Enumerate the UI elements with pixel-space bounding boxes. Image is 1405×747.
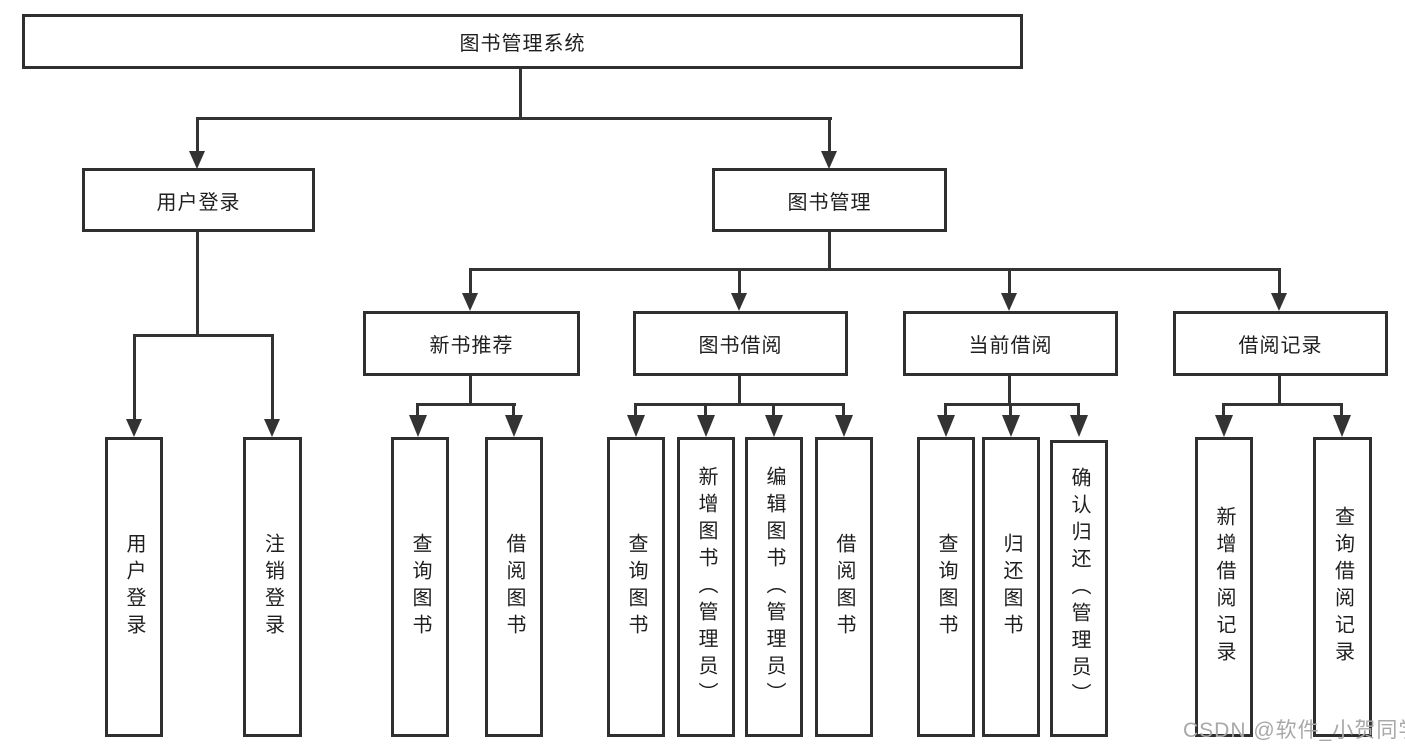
leaf-confirm-return-admin-label: 确认归还（管理员） <box>1068 467 1090 710</box>
arrow-down-icon <box>765 415 783 437</box>
leaf-query-books-3-label: 查询图书 <box>935 533 957 641</box>
node-book-management-label: 图书管理 <box>787 191 872 214</box>
leaf-query-borrow-record: 查询借阅记录 <box>1313 437 1372 737</box>
arrow-down-icon <box>1070 415 1088 437</box>
node-current-borrowing-label: 当前借阅 <box>968 335 1053 357</box>
arrow-down-icon <box>189 151 205 169</box>
leaf-borrow-books-2: 借阅图书 <box>815 437 873 737</box>
connector-line <box>133 334 136 419</box>
arrow-down-icon <box>1215 415 1233 437</box>
leaf-return-books-label: 归还图书 <box>1000 533 1022 641</box>
node-book-borrowing: 图书借阅 <box>633 311 848 376</box>
leaf-query-books-2: 查询图书 <box>607 437 665 737</box>
node-current-borrowing: 当前借阅 <box>903 311 1118 376</box>
leaf-edit-books-admin-label: 编辑图书（管理员） <box>763 465 785 709</box>
connector-line <box>944 403 947 417</box>
leaf-borrow-books-1: 借阅图书 <box>485 437 543 737</box>
node-borrowing-records: 借阅记录 <box>1173 311 1388 376</box>
leaf-user-login-label: 用户登录 <box>123 533 145 641</box>
connector-line <box>196 117 832 120</box>
leaf-query-books-2-label: 查询图书 <box>625 533 647 641</box>
node-book-management: 图书管理 <box>712 168 947 232</box>
arrow-down-icon <box>627 415 645 437</box>
connector-line <box>469 268 472 295</box>
connector-line <box>1009 403 1012 417</box>
node-borrowing-records-label: 借阅记录 <box>1238 335 1323 357</box>
arrow-down-icon <box>505 415 523 437</box>
arrow-down-icon <box>937 415 955 437</box>
leaf-query-books-3: 查询图书 <box>917 437 975 737</box>
leaf-borrow-books-2-label: 借阅图书 <box>833 533 855 641</box>
node-new-book-recommend-label: 新书推荐 <box>429 335 514 357</box>
leaf-edit-books-admin: 编辑图书（管理员） <box>745 437 803 737</box>
connector-line <box>634 403 845 406</box>
connector-line <box>828 232 831 271</box>
connector-line <box>1222 403 1225 417</box>
connector-line <box>828 117 831 151</box>
node-root-label: 图书管理系统 <box>459 33 586 55</box>
connector-line <box>738 268 741 295</box>
leaf-add-books-admin-label: 新增图书（管理员） <box>695 465 717 709</box>
connector-line <box>842 403 845 417</box>
arrow-down-icon <box>697 415 715 437</box>
node-book-borrowing-label: 图书借阅 <box>698 335 783 357</box>
connector-line <box>512 403 515 417</box>
connector-line <box>772 403 775 417</box>
connector-line <box>704 403 707 417</box>
arrow-down-icon <box>1333 415 1351 437</box>
connector-line <box>1278 268 1281 295</box>
connector-line <box>1008 268 1011 295</box>
connector-line <box>1340 403 1343 417</box>
leaf-query-borrow-record-label: 查询借阅记录 <box>1331 506 1354 668</box>
leaf-borrow-books-1-label: 借阅图书 <box>503 533 525 641</box>
arrow-down-icon <box>731 293 747 311</box>
connector-line <box>1222 403 1343 406</box>
connector-line <box>469 268 1281 271</box>
leaf-add-books-admin: 新增图书（管理员） <box>677 437 735 737</box>
arrow-down-icon <box>835 415 853 437</box>
leaf-query-books-1-label: 查询图书 <box>409 533 431 641</box>
arrow-down-icon <box>1001 293 1017 311</box>
connector-line <box>944 403 1080 406</box>
leaf-logout: 注销登录 <box>243 437 302 737</box>
connector-line <box>196 232 199 336</box>
arrow-down-icon <box>1271 293 1287 311</box>
arrow-down-icon <box>1002 415 1020 437</box>
connector-line <box>519 69 522 119</box>
connector-line <box>1278 376 1281 406</box>
connector-line <box>416 403 419 417</box>
connector-line <box>133 334 273 337</box>
leaf-logout-label: 注销登录 <box>261 533 284 641</box>
arrow-down-icon <box>126 419 142 437</box>
arrow-down-icon <box>821 151 837 169</box>
node-new-book-recommend: 新书推荐 <box>363 311 580 376</box>
connector-line <box>738 376 741 406</box>
connector-line <box>634 403 637 417</box>
leaf-add-borrow-record: 新增借阅记录 <box>1195 437 1253 737</box>
leaf-confirm-return-admin: 确认归还（管理员） <box>1050 440 1108 737</box>
csdn-watermark: CSDN @软件_小贺同学 <box>1183 719 1405 742</box>
node-user-login: 用户登录 <box>82 168 315 232</box>
connector-line <box>417 403 516 406</box>
leaf-return-books: 归还图书 <box>982 437 1040 737</box>
connector-line <box>1077 403 1080 417</box>
leaf-query-books-1: 查询图书 <box>391 437 449 737</box>
connector-line <box>271 334 274 419</box>
leaf-user-login: 用户登录 <box>105 437 163 737</box>
arrow-down-icon <box>462 293 478 311</box>
connector-line <box>1008 376 1011 406</box>
connector-line <box>469 376 472 406</box>
leaf-add-borrow-record-label: 新增借阅记录 <box>1213 506 1235 668</box>
connector-line <box>196 117 199 151</box>
node-root: 图书管理系统 <box>22 14 1023 69</box>
arrow-down-icon <box>264 419 280 437</box>
node-user-login-label: 用户登录 <box>156 191 241 214</box>
arrow-down-icon <box>409 415 427 437</box>
